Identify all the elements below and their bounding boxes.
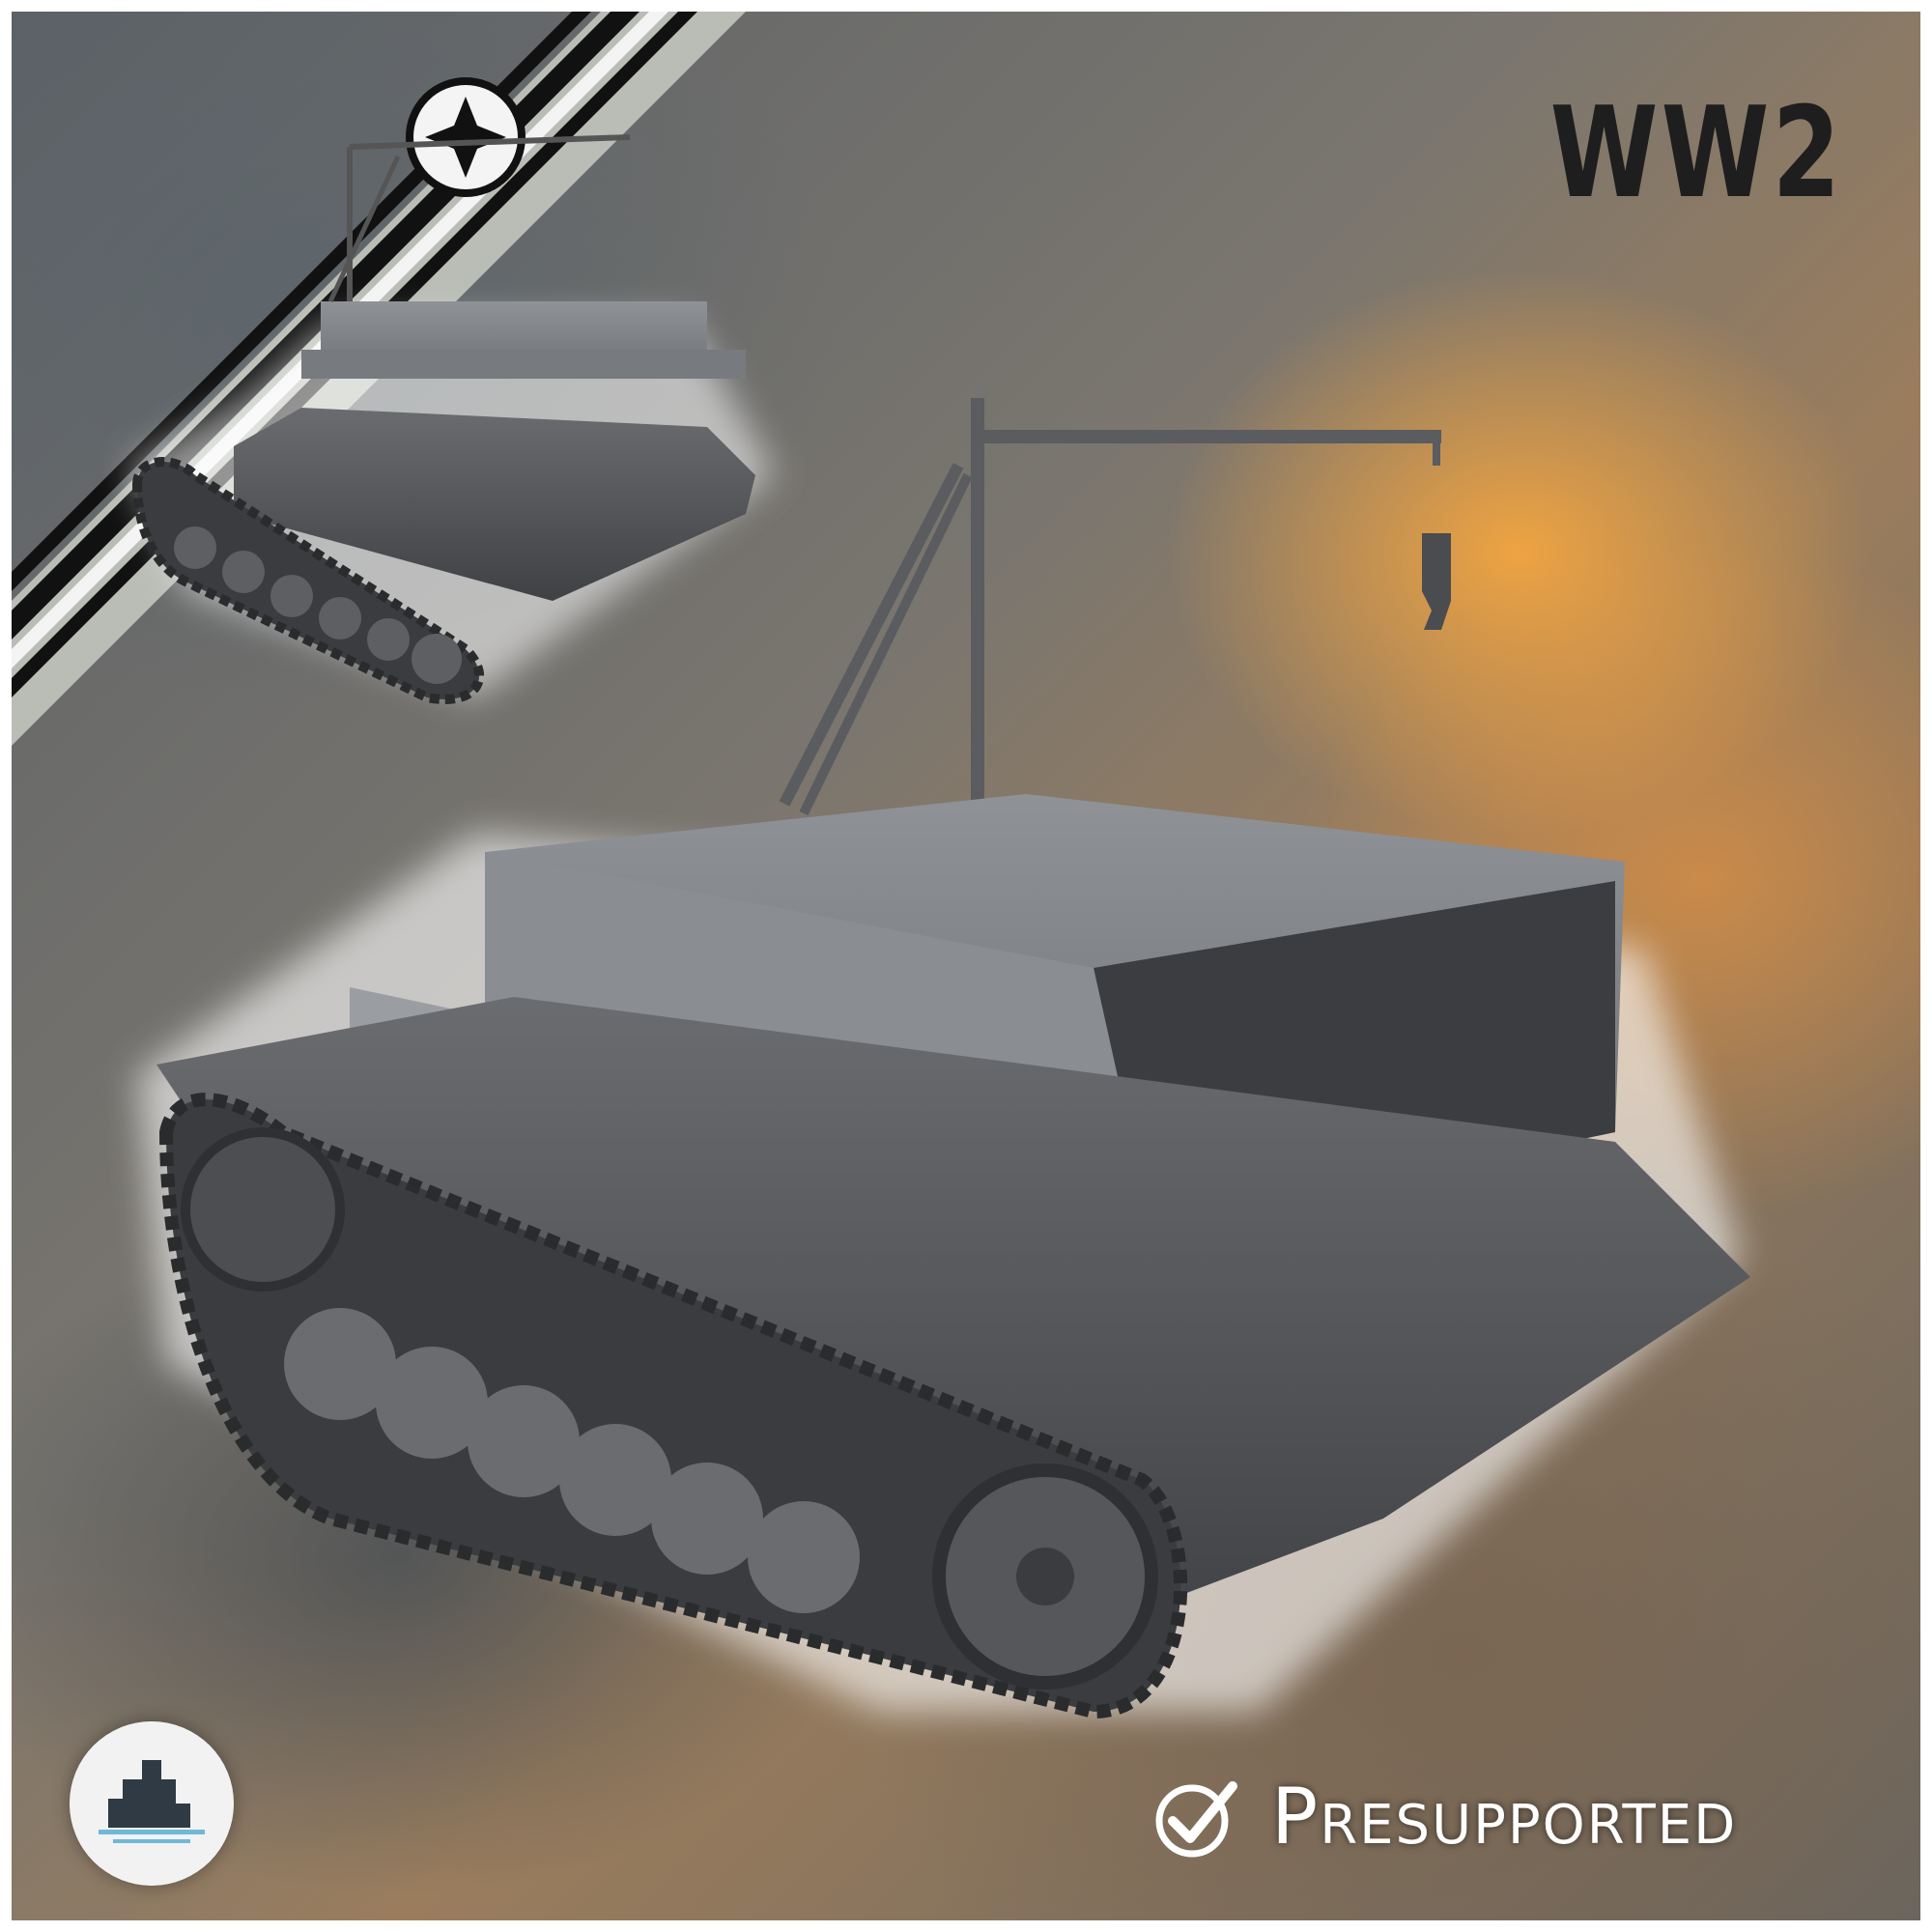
large-tank-render (137, 398, 1750, 1719)
tank-renders (128, 134, 1750, 1719)
checkmark-icon (1155, 1781, 1237, 1858)
presupported-text: Presupported (1271, 1771, 1738, 1861)
presupported-label: Presupported (1151, 1758, 1737, 1874)
castle-logo-icon (70, 1721, 234, 1886)
ww2-badge: WW2 (1549, 79, 1843, 226)
small-tank-render (128, 134, 775, 704)
product-image: WW2 (12, 12, 1920, 1920)
